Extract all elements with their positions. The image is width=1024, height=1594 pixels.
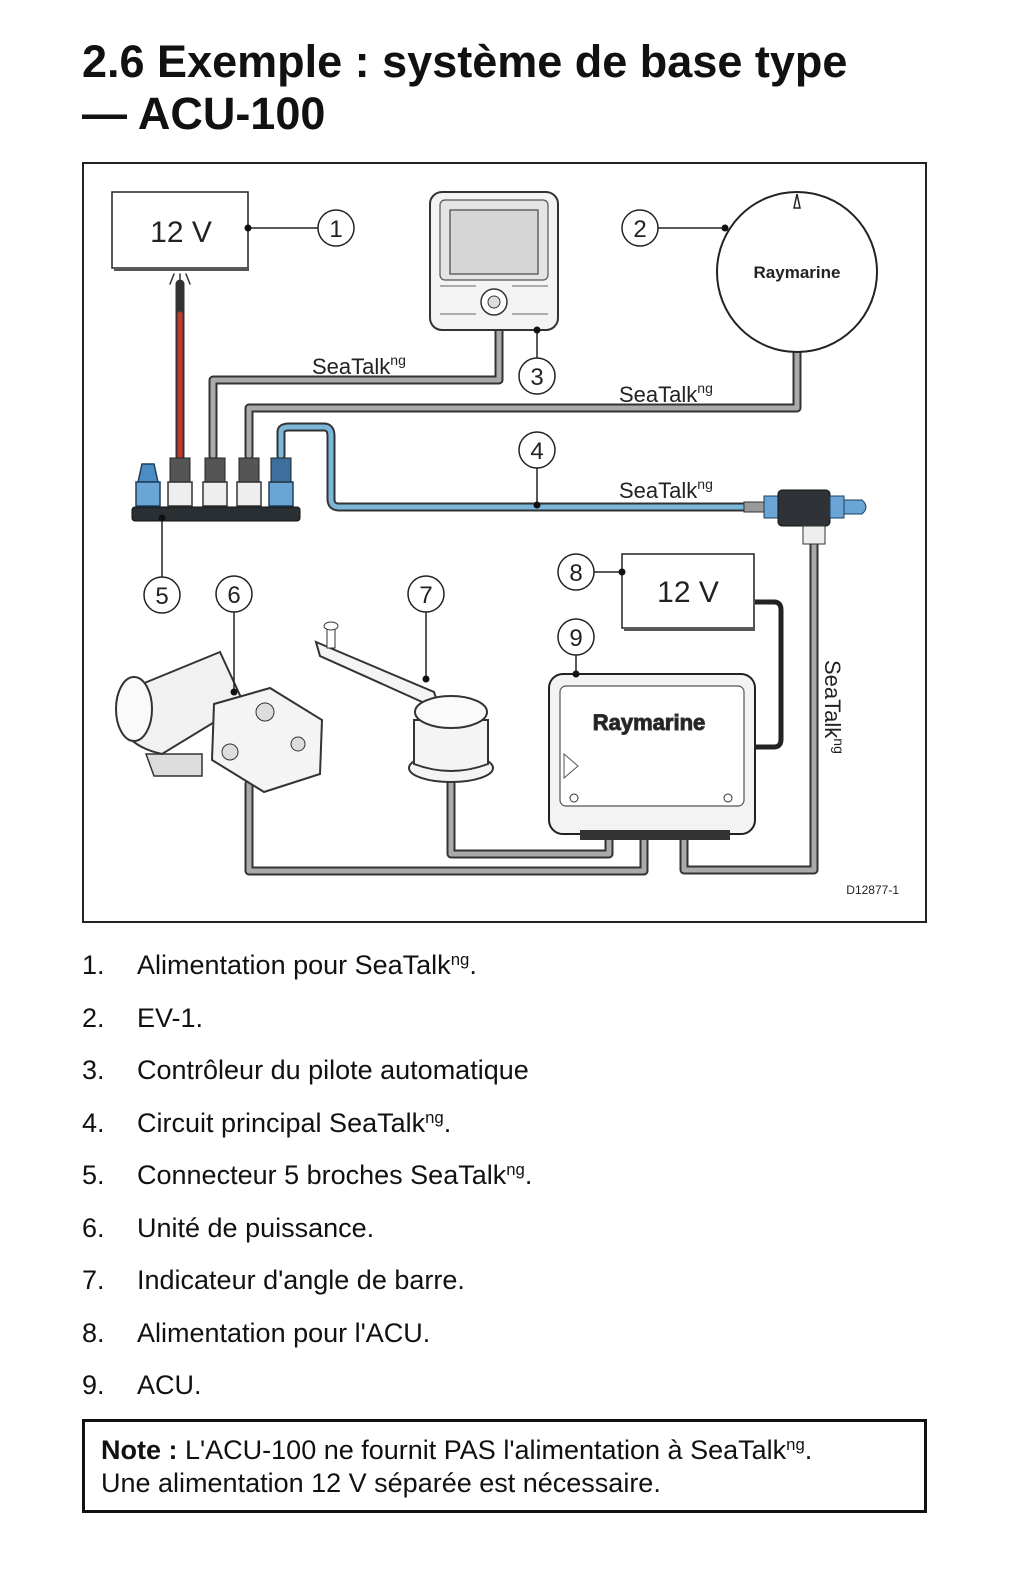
svg-text:1: 1: [329, 216, 342, 243]
section-title: 2.6 Exemple : système de base type — ACU…: [82, 36, 982, 140]
svg-text:3: 3: [530, 364, 543, 391]
ev1-brand: Raymarine: [754, 263, 841, 282]
svg-text:6: 6: [227, 582, 240, 609]
rudder-indicator-illustration: [314, 621, 494, 783]
acu-brand: Raymarine: [593, 710, 706, 735]
note-text-line-2: Une alimentation 12 V séparée est nécess…: [101, 1468, 661, 1498]
svg-text:9: 9: [569, 625, 582, 652]
callout-1: 1: [317, 209, 355, 247]
seatalk-label-acu: SeaTalkng: [820, 660, 847, 754]
acu-illustration: Raymarine: [548, 673, 756, 840]
title-line-2: — ACU-100: [82, 88, 326, 139]
callout-9: 9: [557, 618, 595, 656]
svg-text:2: 2: [633, 216, 646, 243]
power-label-1: 12 V: [150, 216, 212, 249]
seatalk-label-ev1: SeaTalkng: [619, 380, 713, 407]
callout-8: 8: [557, 553, 595, 591]
svg-text:7: 7: [419, 582, 432, 609]
svg-text:5: 5: [155, 583, 168, 610]
svg-text:8: 8: [569, 560, 582, 587]
five-way-connector-illustration: [131, 457, 301, 522]
autopilot-controller-illustration: [429, 191, 559, 331]
title-line-1: 2.6 Exemple : système de base type: [82, 36, 848, 87]
diagram-svg: 12 V Raymarine 12 V: [111, 191, 899, 897]
callout-7: 7: [407, 575, 445, 613]
power-label-8: 12 V: [657, 576, 719, 609]
power-unit-illustration: [115, 650, 324, 794]
callout-3: 3: [518, 357, 556, 395]
seatalk-label-backbone: SeaTalkng: [619, 476, 713, 503]
callout-2: 2: [621, 209, 659, 247]
t-piece-illustration: [743, 489, 867, 545]
callout-6: 6: [215, 575, 253, 613]
ev1-sensor-illustration: Raymarine: [716, 191, 878, 353]
note-text: L'ACU-100 ne fournit PAS l'alimentation …: [177, 1435, 787, 1465]
svg-text:4: 4: [530, 438, 543, 465]
callout-5: 5: [143, 576, 181, 614]
callout-4: 4: [518, 431, 556, 469]
system-diagram: 12 V Raymarine 12 V: [82, 162, 927, 923]
note-label: Note :: [101, 1435, 178, 1465]
seatalk-label-controller: SeaTalkng: [312, 352, 406, 379]
drawing-code: D12877-1: [846, 883, 899, 897]
note-box: Note : L'ACU-100 ne fournit PAS l'alimen…: [82, 1419, 927, 1513]
